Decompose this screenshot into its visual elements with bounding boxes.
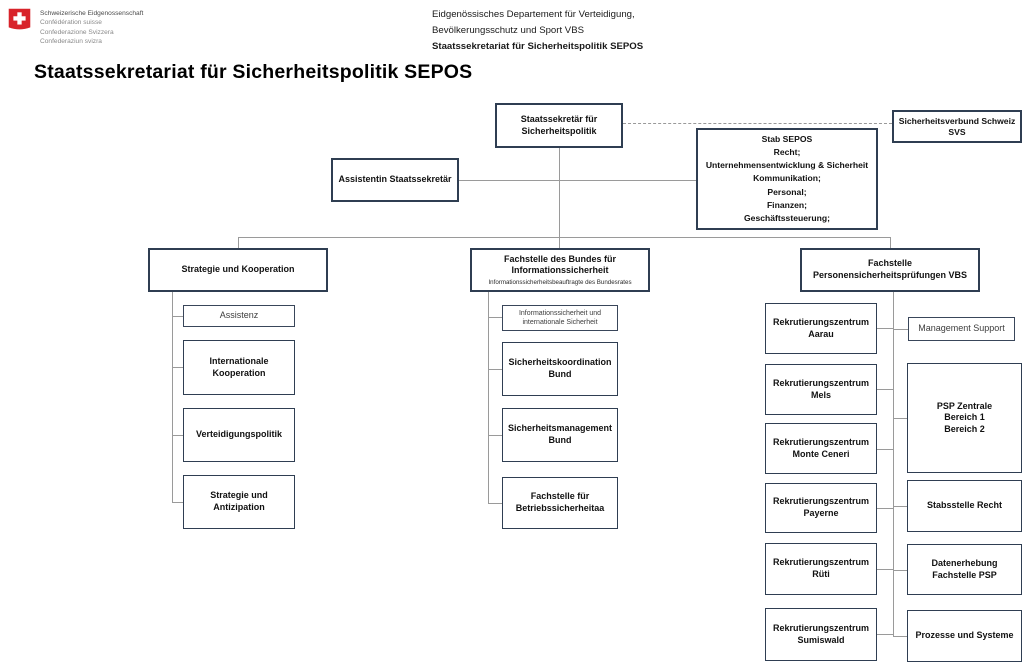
org-box-prozesse-systeme: Prozesse und Systeme bbox=[907, 610, 1022, 662]
fachstelle-informationssicherheit-title: Fachstelle des Bundes für Informationssi… bbox=[503, 253, 617, 276]
org-box-management-support: Management Support bbox=[908, 317, 1015, 341]
connector-center-stub-2 bbox=[488, 369, 502, 370]
confederation-name-fr: Confédération suisse bbox=[40, 19, 102, 27]
swiss-confederation-logo: Schweizerische Eidgenossenschaft Confédé… bbox=[8, 8, 143, 47]
connector-left-stub-3 bbox=[172, 435, 183, 436]
connector-center-stub-1 bbox=[488, 317, 502, 318]
connector-right-spine bbox=[893, 292, 894, 636]
confederation-names: Schweizerische Eidgenossenschaft Confédé… bbox=[40, 8, 143, 47]
connector-svs-dashed bbox=[623, 123, 892, 124]
department-header: Eidgenössisches Departement für Verteidi… bbox=[432, 7, 643, 55]
org-box-assistenz: Assistenz bbox=[183, 305, 295, 327]
org-box-rz-sumiswald: Rekrutierungszentrum Sumiswald bbox=[765, 608, 877, 661]
org-box-rz-mels: Rekrutierungszentrum Mels bbox=[765, 364, 877, 415]
connector-rz-stub-5 bbox=[877, 569, 893, 570]
connector-rz-stub-6 bbox=[877, 634, 893, 635]
connector-left-spine bbox=[172, 292, 173, 502]
connector-center-stub-3 bbox=[488, 435, 502, 436]
org-box-internationale-kooperation: Internationale Kooperation bbox=[183, 340, 295, 395]
org-box-fachstelle-psp: Fachstelle Personensicherheitsprüfungen … bbox=[800, 248, 980, 292]
connector-rz-stub-3 bbox=[877, 449, 893, 450]
connector-stub-left-division bbox=[238, 237, 239, 248]
connector-psp-stub-4 bbox=[893, 570, 907, 571]
connector-left-stub-4 bbox=[172, 502, 183, 503]
connector-stub-right-division bbox=[890, 237, 891, 248]
confederation-name-rm: Confederaziun svizra bbox=[40, 38, 102, 46]
connector-psp-stub-3 bbox=[893, 506, 907, 507]
org-box-fachstelle-betriebssicherheit: Fachstelle für Betriebssicherheitaa bbox=[502, 477, 618, 529]
connector-rz-stub-1 bbox=[877, 328, 893, 329]
confederation-name-de: Schweizerische Eidgenossenschaft bbox=[40, 10, 144, 17]
org-box-rz-payerne: Rekrutierungszentrum Payerne bbox=[765, 483, 877, 533]
org-box-datenerhebung-psp: Datenerhebung Fachstelle PSP bbox=[907, 544, 1022, 595]
department-line-1: Eidgenössisches Departement für Verteidi… bbox=[432, 9, 635, 20]
connector-top-vertical bbox=[559, 148, 560, 248]
org-box-sicherheitsverbund-svs: Sicherheitsverbund Schweiz SVS bbox=[892, 110, 1022, 143]
department-line-3: Staatssekretariat für Sicherheitspolitik… bbox=[432, 41, 644, 52]
connector-rz-stub-4 bbox=[877, 508, 893, 509]
connector-left-stub-1 bbox=[172, 316, 183, 317]
connector-rz-stub-2 bbox=[877, 389, 893, 390]
org-box-fachstelle-informationssicherheit: Fachstelle des Bundes für Informationssi… bbox=[470, 248, 650, 292]
org-box-informationssicherheit-international: Informationssicherheit und international… bbox=[502, 305, 618, 331]
org-box-rz-rueti: Rekrutierungszentrum Rüti bbox=[765, 543, 877, 595]
fachstelle-informationssicherheit-caption: Informationssicherheitsbeauftragte des B… bbox=[488, 278, 632, 286]
org-box-stabsstelle-recht: Stabsstelle Recht bbox=[907, 480, 1022, 532]
org-box-sicherheitskoordination-bund: Sicherheitskoordination Bund bbox=[502, 342, 618, 396]
org-box-strategie-kooperation: Strategie und Kooperation bbox=[148, 248, 328, 292]
connector-main-horizontal bbox=[238, 237, 890, 238]
connector-assistentin bbox=[459, 180, 696, 181]
page-title: Staatssekretariat für Sicherheitspolitik… bbox=[34, 61, 473, 83]
org-box-assistentin: Assistentin Staatssekretär bbox=[331, 158, 459, 202]
connector-psp-stub-2 bbox=[893, 418, 907, 419]
org-box-sicherheitsmanagement-bund: Sicherheitsmanagement Bund bbox=[502, 408, 618, 462]
connector-psp-stub-1 bbox=[893, 329, 908, 330]
connector-left-stub-2 bbox=[172, 367, 183, 368]
org-box-staatssekretaer: Staatssekretär für Sicherheitspolitik bbox=[495, 103, 623, 148]
connector-center-stub-4 bbox=[488, 503, 502, 504]
org-box-strategie-antizipation: Strategie und Antizipation bbox=[183, 475, 295, 529]
org-box-stab-sepos: Stab SEPOS Recht; Unternehmensentwicklun… bbox=[696, 128, 878, 230]
org-box-rz-aarau: Rekrutierungszentrum Aarau bbox=[765, 303, 877, 354]
connector-center-spine bbox=[488, 292, 489, 503]
confederation-name-it: Confederazione Svizzera bbox=[40, 28, 114, 36]
org-box-verteidigungspolitik: Verteidigungspolitik bbox=[183, 408, 295, 462]
org-box-psp-zentrale: PSP Zentrale Bereich 1 Bereich 2 bbox=[907, 363, 1022, 473]
org-box-rz-monte-ceneri: Rekrutierungszentrum Monte Ceneri bbox=[765, 423, 877, 474]
department-line-2: Bevölkerungsschutz und Sport VBS bbox=[432, 25, 584, 36]
connector-psp-stub-5 bbox=[893, 636, 907, 637]
swiss-flag-icon bbox=[8, 8, 31, 30]
